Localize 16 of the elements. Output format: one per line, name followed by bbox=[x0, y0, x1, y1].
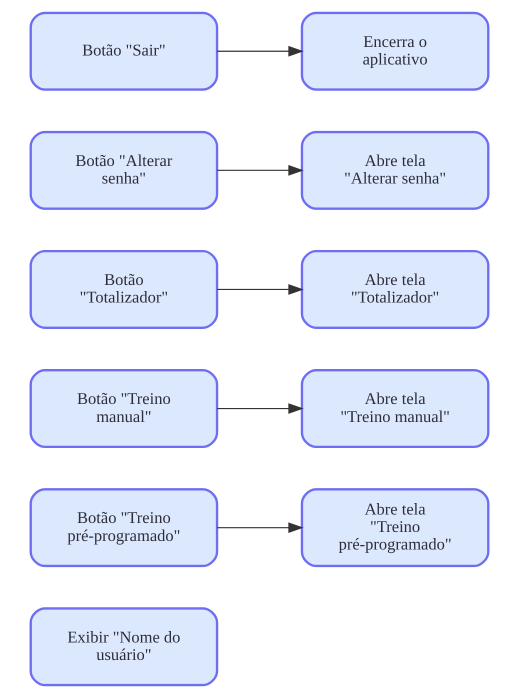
arrow bbox=[216, 46, 304, 57]
arrow bbox=[216, 284, 304, 295]
node-box: Botão "Sair" bbox=[29, 12, 218, 91]
node-box: Botão "Treino manual" bbox=[29, 369, 218, 448]
node-box: Abre tela "Treino pré-programado" bbox=[300, 488, 489, 568]
node-box: Abre tela "Totalizador" bbox=[300, 250, 489, 329]
node-box: Botão "Totalizador" bbox=[29, 250, 218, 329]
node-box: Botão "Alterar senha" bbox=[29, 130, 218, 210]
node-box: Exibir "Nome do usuário" bbox=[29, 607, 218, 686]
node-box: Encerra o aplicativo bbox=[300, 12, 489, 91]
arrow bbox=[216, 522, 304, 534]
node-box: Abre tela "Alterar senha" bbox=[300, 130, 489, 210]
arrow bbox=[216, 164, 304, 176]
node-box: Abre tela "Treino manual" bbox=[300, 369, 489, 448]
arrow bbox=[216, 403, 304, 414]
node-box: Botão "Treino pré-programado" bbox=[29, 488, 218, 568]
